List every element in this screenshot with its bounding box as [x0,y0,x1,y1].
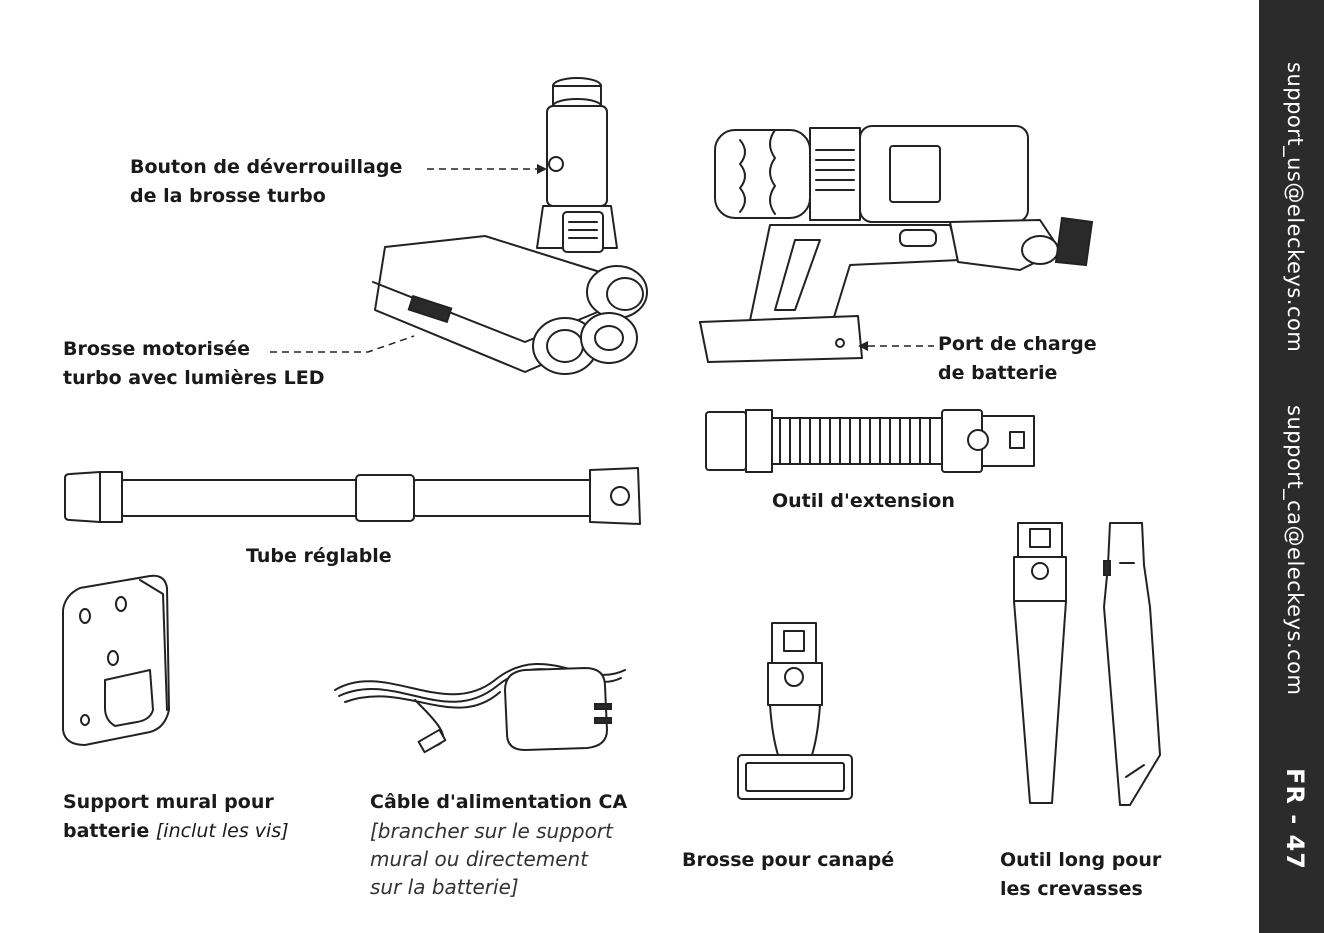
label-crevice-tool: Outil long pour les crevasses [1000,846,1161,904]
sofa-brush-illustration [730,615,860,805]
label-sofa-brush: Brosse pour canapé [682,846,894,875]
label-adjustable-tube: Tube réglable [246,542,392,571]
label-wall-mount-note: [inclut les vis] [156,820,289,842]
adjustable-tube-illustration [60,460,650,540]
label-ac-cable: Câble d'alimentation CA [370,788,627,817]
sidebar: support_us@eleckeys.com support_ca@eleck… [1259,0,1324,933]
support-email-us: support_us@eleckeys.com [1283,62,1307,352]
leader-line-charge [848,336,938,356]
crevice-tool-illustration [1000,515,1170,810]
label-wall-mount: Support mural pour batterie [inclut les … [63,788,289,846]
label-extension-tool: Outil d'extension [772,487,955,516]
label-charging-port: Port de charge de batterie [938,330,1097,388]
extension-hose-illustration [700,400,1045,480]
ac-cable-illustration [325,650,635,760]
label-turbo-brush: Brosse motorisée turbo avec lumières LED [63,335,325,393]
label-ac-cable-note: [brancher sur le support mural ou direct… [370,817,613,901]
label-unlock-button: Bouton de déverrouillage de la brosse tu… [130,153,402,211]
support-email-ca: support_ca@eleckeys.com [1283,405,1307,696]
page-number: FR - 47 [1281,768,1309,870]
leader-line-unlock [425,160,555,180]
wall-mount-illustration [55,570,180,750]
